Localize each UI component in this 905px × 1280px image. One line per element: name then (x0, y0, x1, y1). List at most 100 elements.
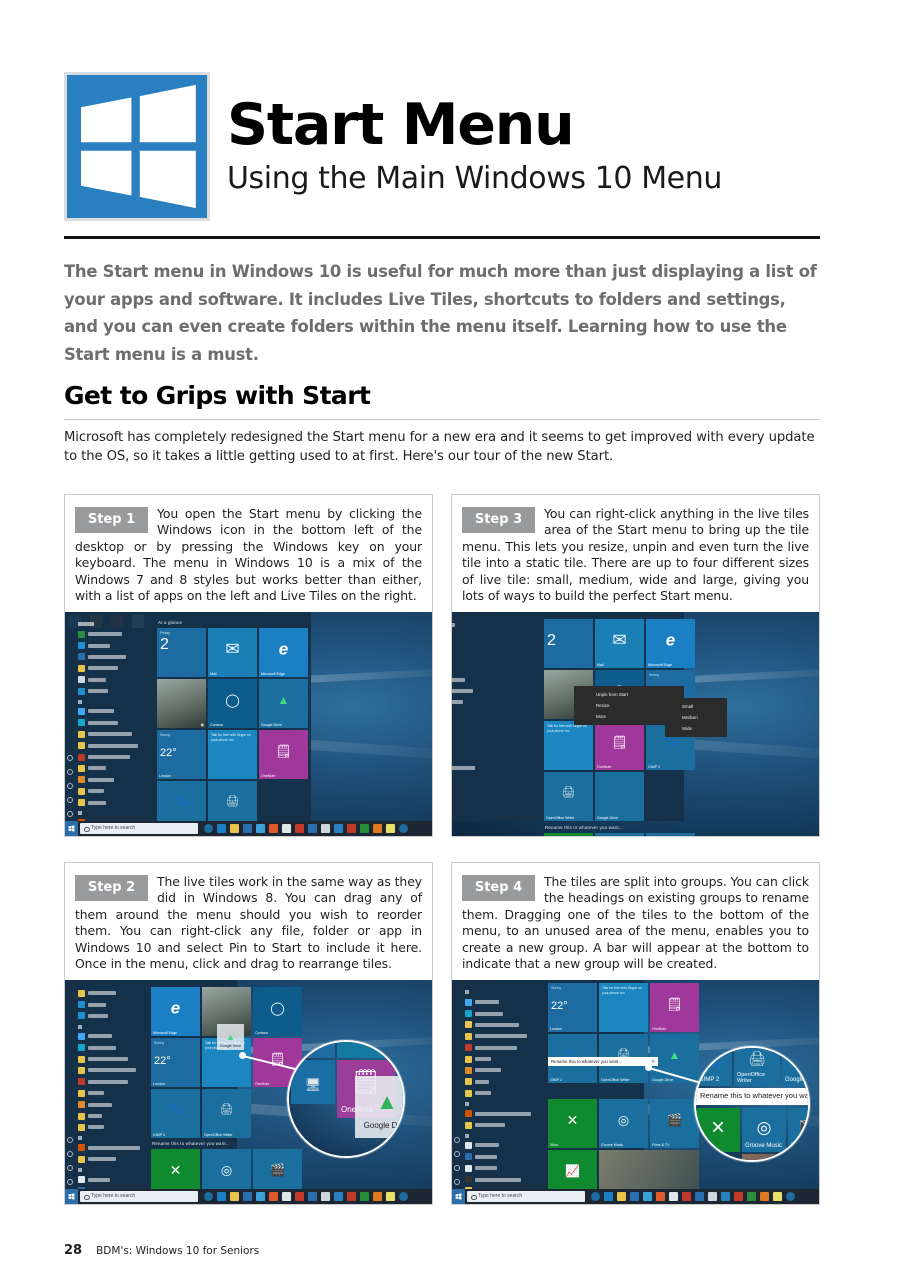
pdf-icon[interactable] (295, 1192, 304, 1202)
list-item[interactable] (65, 786, 153, 797)
list-item[interactable] (65, 628, 153, 639)
edge-icon[interactable] (217, 824, 226, 834)
tile-gimp[interactable]: 🐾 GIMP 2 (151, 1089, 200, 1139)
context-menu-item-more[interactable]: More (596, 714, 607, 720)
list-item[interactable] (452, 651, 540, 662)
tile-cortana[interactable]: ◯ Cortana (253, 987, 302, 1037)
notes-icon[interactable] (386, 824, 395, 834)
settings-icon[interactable] (67, 769, 73, 776)
list-item[interactable] (452, 1163, 544, 1174)
skype-icon[interactable] (256, 1192, 265, 1202)
settings-icon[interactable] (454, 1151, 460, 1158)
list-item[interactable] (452, 708, 540, 719)
taskbar-search-input[interactable]: Type here to search (80, 823, 198, 835)
settings-icon[interactable] (399, 1192, 408, 1202)
tile-skype[interactable]: Talk for free with Skype on your phone t… (208, 730, 257, 780)
list-item[interactable] (452, 1065, 544, 1076)
tile-weather[interactable]: Sunny 22° London (548, 983, 597, 1033)
tile-calendar[interactable]: 2 (544, 619, 593, 669)
power-icon[interactable] (454, 1137, 460, 1144)
list-item[interactable] (65, 674, 153, 685)
list-item[interactable] (452, 1140, 544, 1151)
tile-onenote[interactable]: 🗒 OneNote (259, 730, 308, 780)
tile-films-tv[interactable]: 🎬 Films & TV (650, 1099, 699, 1149)
chrome-icon[interactable] (656, 1192, 665, 1202)
app-list[interactable] (65, 980, 147, 1205)
list-item[interactable] (452, 996, 544, 1007)
tile-photos[interactable]: ▣ (157, 679, 206, 729)
list-item[interactable] (65, 640, 153, 651)
office-icon[interactable] (308, 1192, 317, 1202)
list-item[interactable] (452, 1042, 544, 1053)
start-rail-icons[interactable] (454, 1137, 460, 1186)
list-item[interactable] (452, 663, 540, 674)
start-button[interactable] (65, 821, 78, 837)
pdf-icon[interactable] (295, 824, 304, 834)
start-menu[interactable]: At a glance Friday 2 ✉ Mail e Microsoft (65, 612, 311, 837)
taskbar-app-icons[interactable] (204, 824, 408, 834)
list-item[interactable] (65, 1142, 147, 1153)
list-item[interactable] (65, 685, 153, 696)
settings-icon[interactable] (67, 1151, 73, 1158)
live-tiles-area[interactable]: At a glance Friday 2 ✉ Mail e Microsoft (155, 612, 311, 836)
calendar-icon[interactable] (669, 1192, 678, 1202)
tile-groove-music[interactable]: ◎ Groove Music (599, 1099, 648, 1149)
office-icon[interactable] (308, 824, 317, 834)
store-icon[interactable] (630, 1192, 639, 1202)
list-item[interactable] (65, 717, 153, 728)
list-item[interactable] (65, 651, 153, 662)
vlc-icon[interactable] (373, 1192, 382, 1202)
list-item[interactable] (452, 1031, 544, 1042)
list-item[interactable] (452, 631, 540, 642)
list-item[interactable] (452, 1008, 544, 1019)
list-item[interactable] (452, 1053, 544, 1064)
tile-group-at-a-glance[interactable]: Friday 2 ✉ Mail e Microsoft Edge ▣ (157, 628, 309, 831)
power-icon[interactable] (67, 755, 73, 762)
documents-icon[interactable] (67, 1165, 73, 1172)
excel-icon[interactable] (360, 1192, 369, 1202)
avg-icon[interactable] (734, 1192, 743, 1202)
documents-icon[interactable] (454, 1165, 460, 1172)
list-item[interactable] (65, 797, 153, 808)
list-item[interactable] (65, 1042, 147, 1053)
group-rename-input-zoomed[interactable]: Rename this to whatever you want... (696, 1088, 808, 1106)
list-item[interactable] (65, 1099, 147, 1110)
tile-group-heading-rename[interactable]: Rename this to whatever you want... (152, 1141, 231, 1147)
live-tiles-area[interactable]: Sunny 22° London Talk for free with Skyp… (546, 980, 699, 1205)
list-item[interactable] (452, 1174, 544, 1185)
tile-films-tv[interactable]: 🎬 Films & TV (646, 833, 695, 837)
tile-group-at-a-glance[interactable]: e Microsoft Edge ◯ Cortana Sunny 22° Lon… (151, 987, 303, 1139)
list-item[interactable] (65, 1110, 147, 1121)
tile-calendar[interactable]: Friday 2 (157, 628, 206, 678)
list-item[interactable] (65, 1010, 147, 1021)
tile-google-drive[interactable]: ▲ Google Drive (259, 679, 308, 729)
file-explorer-icon[interactable] (230, 824, 239, 834)
tile-weather[interactable]: Sunny 22° London (157, 730, 206, 780)
word-icon[interactable] (721, 1192, 730, 1202)
app-list[interactable] (65, 612, 153, 837)
skype-icon[interactable] (643, 1192, 652, 1202)
list-item[interactable] (65, 1122, 147, 1133)
list-item[interactable] (452, 619, 540, 630)
list-item[interactable] (452, 763, 540, 774)
list-item[interactable] (452, 720, 540, 731)
tile-skype[interactable]: Talk for free with Skype on your phone t… (544, 721, 593, 771)
group-rename-input[interactable]: Rename this to whatever you want... ✕ (548, 1057, 658, 1067)
list-item[interactable] (65, 1154, 147, 1165)
documents-icon[interactable] (67, 797, 73, 804)
taskbar-app-icons[interactable] (591, 1192, 795, 1202)
list-item[interactable] (65, 740, 153, 751)
taskbar-search-input[interactable]: Type here to search (80, 1191, 198, 1203)
notes-icon[interactable] (386, 1192, 395, 1202)
pictures-icon[interactable] (67, 783, 73, 790)
taskbar[interactable]: Type here to search (452, 1189, 819, 1205)
list-item[interactable] (452, 1119, 544, 1130)
avg-icon[interactable] (347, 824, 356, 834)
list-item[interactable] (452, 1076, 544, 1087)
tile-edge[interactable]: e Microsoft Edge (259, 628, 308, 678)
resize-submenu[interactable]: Small Medium Wide (665, 698, 727, 738)
app-list[interactable] (452, 980, 544, 1195)
list-item[interactable] (65, 987, 147, 998)
live-tiles-area[interactable]: e Microsoft Edge ◯ Cortana Sunny 22° Lon… (149, 980, 302, 1205)
close-icon[interactable]: ✕ (651, 1059, 655, 1065)
